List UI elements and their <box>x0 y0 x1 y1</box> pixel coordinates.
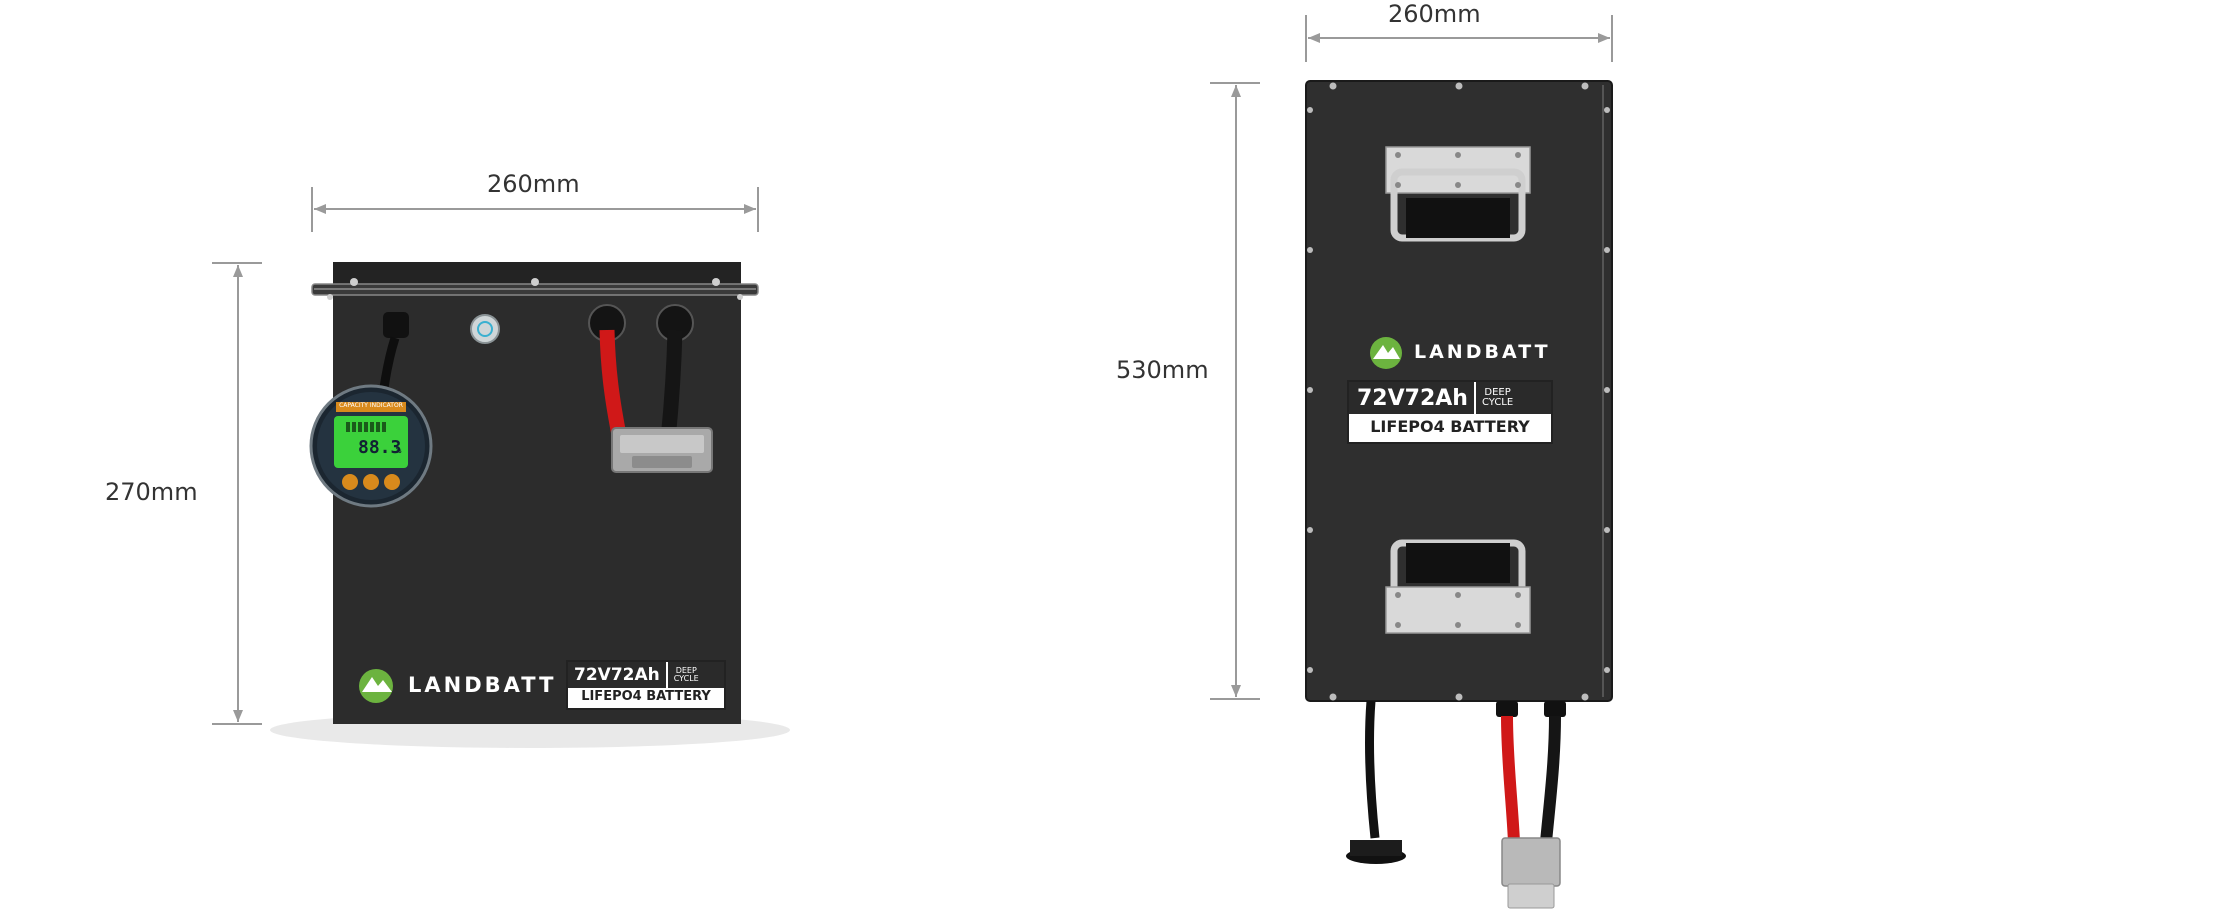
top-logo-icon <box>1370 337 1402 369</box>
top-brand: LANDBATT <box>1414 341 1551 363</box>
top-width-label: 260mm <box>1388 0 1481 28</box>
top-screws <box>1307 82 1610 701</box>
front-cycle: CYCLE <box>673 674 699 683</box>
top-handle-lower <box>1385 539 1531 634</box>
front-width-label: 260mm <box>487 170 580 198</box>
top-negative-cable <box>1540 715 1561 843</box>
front-height-dimension <box>212 262 262 725</box>
front-spec-label: 72V72Ah DEEP CYCLE LIFEPO4 BATTERY <box>566 660 726 710</box>
top-anderson-connector <box>1501 837 1561 887</box>
power-button <box>470 314 500 344</box>
top-length-dimension <box>1210 82 1260 700</box>
front-chemistry: LIFEPO4 BATTERY <box>581 689 711 704</box>
top-cycle: CYCLE <box>1481 397 1514 408</box>
front-height-label: 270mm <box>105 478 198 506</box>
front-brand: LANDBATT <box>408 673 557 697</box>
rail-screws <box>327 278 743 300</box>
front-deep: DEEP <box>675 666 697 675</box>
top-model: 72V72Ah <box>1357 385 1468 411</box>
top-chemistry: LIFEPO4 BATTERY <box>1370 417 1530 436</box>
top-meter-cable <box>1365 700 1380 839</box>
top-handle-upper <box>1385 146 1531 242</box>
top-width-dimension <box>1305 15 1613 62</box>
top-deep: DEEP <box>1484 387 1511 398</box>
meter-reading: 88.3 <box>358 437 402 458</box>
meter-port <box>383 312 409 338</box>
capacity-meter <box>309 384 433 508</box>
front-width-dimension <box>311 187 759 232</box>
meter-header: CAPACITY INDICATOR <box>339 402 403 409</box>
meter-unit: % <box>396 446 402 456</box>
top-spec-label: 72V72Ah DEEP CYCLE LIFEPO4 BATTERY <box>1347 380 1553 444</box>
top-length-label: 530mm <box>1116 356 1209 384</box>
top-positive-cable <box>1501 715 1520 843</box>
front-model: 72V72Ah <box>574 665 660 685</box>
front-logo-icon <box>359 669 393 703</box>
